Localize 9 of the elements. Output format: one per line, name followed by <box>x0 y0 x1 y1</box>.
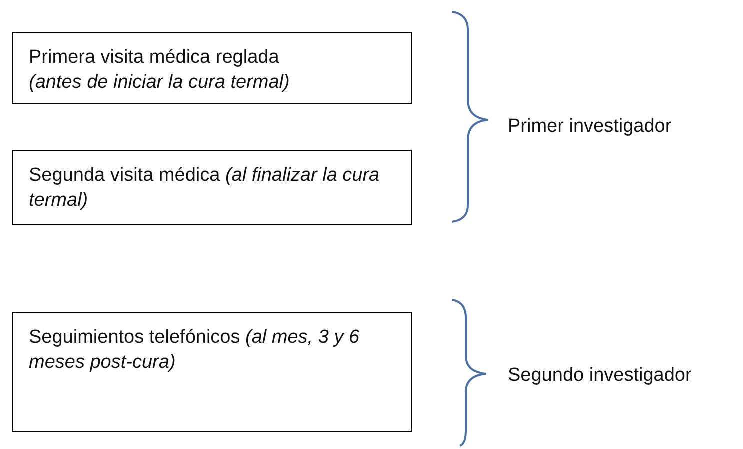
process-box <box>12 312 412 432</box>
box-text: Seguimientos telefónicos (al mes, 3 y 6 meses post-cura) <box>29 326 361 375</box>
box-text: Segunda visita médica (al finalizar la cura termal) <box>29 164 381 213</box>
role-label: Segundo investigador <box>508 365 692 387</box>
process-box <box>12 150 412 225</box>
process-box <box>12 32 412 104</box>
box-text: (antes de iniciar la cura termal) <box>29 71 290 95</box>
box-text: Primera visita médica reglada <box>29 46 280 70</box>
role-label: Primer investigador <box>508 116 672 138</box>
